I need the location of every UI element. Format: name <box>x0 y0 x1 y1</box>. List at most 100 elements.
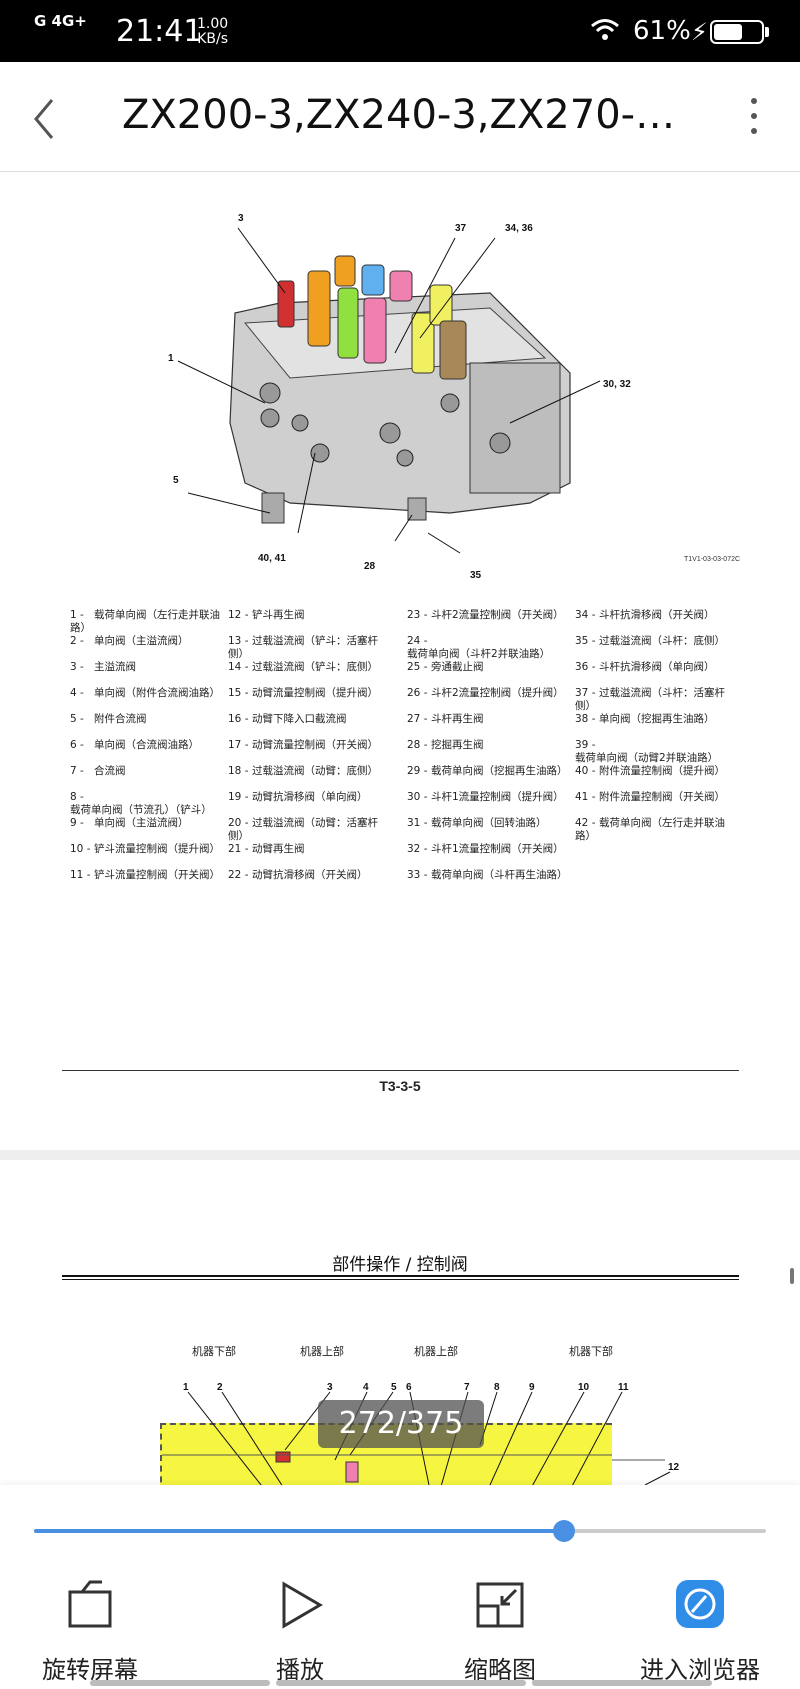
legend-item: 27 -斗杆再生阀 <box>407 713 572 739</box>
legend-item-number: 8 - <box>70 791 84 803</box>
side-label-upper-2: 机器上部 <box>414 1345 458 1358</box>
section-rule-thin <box>62 1279 739 1280</box>
legend-item-text: 铲斗流量控制阀（开关阀） <box>94 869 220 881</box>
page-gap <box>0 1150 800 1160</box>
legend-item-text: 过载溢流阀（动臂：底侧） <box>252 765 378 777</box>
legend-item: 6 -单向阀（合流阀油路） <box>70 739 235 765</box>
legend-item-number: 14 - <box>228 661 249 673</box>
legend-item-text: 斗杆再生阀 <box>431 713 484 725</box>
rotate-screen-button[interactable]: 旋转屏幕 <box>0 1578 180 1685</box>
network-speed: 1.00 KB/s <box>197 17 228 47</box>
legend-item-text: 挖掘再生阀 <box>431 739 484 751</box>
diagram-num-12: 12 <box>668 1462 680 1473</box>
legend-item-number: 22 - <box>228 869 249 881</box>
legend-item-text: 单向阀（主溢流阀） <box>94 635 189 647</box>
legend-item-number: 35 - <box>575 635 596 647</box>
page-slider[interactable] <box>34 1520 766 1542</box>
callout-1: 1 <box>168 353 174 364</box>
legend-item-number: 32 - <box>407 843 428 855</box>
legend-item-number: 41 - <box>575 791 596 803</box>
legend-item-number: 6 - <box>70 739 84 751</box>
wifi-icon <box>591 19 619 40</box>
legend-item-number: 25 - <box>407 661 428 673</box>
diagram-num-6: 6 <box>406 1382 412 1393</box>
legend-item-text: 附件流量控制阀（开关阀） <box>599 791 725 803</box>
callout-28: 28 <box>364 561 376 572</box>
legend-item-text: 载荷单向阀（动臂2并联油路） <box>575 752 719 764</box>
clock: 21:41 <box>116 14 203 49</box>
legend-item-text: 附件合流阀 <box>94 713 147 725</box>
legend-item: 31 -载荷单向阀（回转油路） <box>407 817 572 843</box>
diagram-num-7: 7 <box>464 1382 470 1393</box>
page-slider-fill <box>34 1529 564 1533</box>
back-arrow-icon[interactable] <box>26 94 66 144</box>
legend-item-text: 过载溢流阀（铲斗：底侧） <box>252 661 378 673</box>
legend-item: 15 -动臂流量控制阀（提升阀） <box>228 687 393 713</box>
legend-item-text: 载荷单向阀（节流孔）（铲斗） <box>70 804 212 816</box>
legend-item-number: 26 - <box>407 687 428 699</box>
diagram-num-2: 2 <box>217 1382 223 1393</box>
legend-item-number: 27 - <box>407 713 428 725</box>
legend-item-number: 33 - <box>407 869 428 881</box>
page-rule <box>62 1070 739 1071</box>
legend-item-number: 31 - <box>407 817 428 829</box>
legend-column: 34 -斗杆抗滑移阀（开关阀）35 -过载溢流阀（斗杆：底侧）36 -斗杆抗滑移… <box>575 609 740 843</box>
legend-item: 13 -过载溢流阀（铲斗：活塞杆侧） <box>228 635 393 661</box>
callout-37: 37 <box>455 223 467 234</box>
legend-item-number: 4 - <box>70 687 84 699</box>
legend-item-text: 载荷单向阀（左行走并联油路） <box>70 609 220 634</box>
open-browser-button[interactable]: 进入浏览器 <box>610 1578 790 1685</box>
legend-item-text: 过载溢流阀（动臂：活塞杆侧） <box>228 817 378 842</box>
legend-item-text: 动臂抗滑移阀（开关阀） <box>252 869 368 881</box>
control-valve-illustration <box>177 227 601 554</box>
callout-40-41: 40, 41 <box>258 553 286 564</box>
signal-indicator: G 4G+ <box>34 12 87 30</box>
legend-item: 1 -载荷单向阀（左行走并联油路） <box>70 609 235 635</box>
scrollbar-handle[interactable] <box>790 1268 794 1284</box>
legend-item-text: 过载溢流阀（斗杆：底侧） <box>599 635 725 647</box>
legend-item: 37 -过载溢流阀（斗杆：活塞杆侧） <box>575 687 740 713</box>
diagram-num-11: 11 <box>618 1382 629 1393</box>
charging-icon: ⚡ <box>691 18 708 46</box>
play-button[interactable]: 播放 <box>210 1578 390 1685</box>
legend-item: 8 -载荷单向阀（节流孔）（铲斗） <box>70 791 235 817</box>
legend-item: 30 -斗杆1流量控制阀（提升阀） <box>407 791 572 817</box>
legend-item: 34 -斗杆抗滑移阀（开关阀） <box>575 609 740 635</box>
document-page-1: 3 37 34, 36 1 30, 32 5 40, 41 28 35 T1V1… <box>0 173 800 1150</box>
legend-item: 10 -铲斗流量控制阀（提升阀） <box>70 843 235 869</box>
page-indicator: 272/375 <box>318 1400 484 1448</box>
callout-30-32: 30, 32 <box>603 379 631 390</box>
legend-item: 18 -过载溢流阀（动臂：底侧） <box>228 765 393 791</box>
diagram-num-9: 9 <box>529 1382 535 1393</box>
section-rule <box>62 1275 739 1277</box>
home-indicator-2 <box>276 1680 526 1686</box>
legend-item: 7 -合流阀 <box>70 765 235 791</box>
legend-item: 16 -动臂下降入口截流阀 <box>228 713 393 739</box>
play-icon <box>282 1581 323 1629</box>
figure-caption: T3-3-5 <box>379 1078 421 1094</box>
legend-item-text: 铲斗再生阀 <box>252 609 305 621</box>
legend-item: 32 -斗杆1流量控制阀（开关阀） <box>407 843 572 869</box>
legend-item: 2 -单向阀（主溢流阀） <box>70 635 235 661</box>
more-options-icon[interactable] <box>744 98 764 142</box>
legend-item-number: 28 - <box>407 739 428 751</box>
legend-item-number: 39 - <box>575 739 596 751</box>
legend-item-text: 铲斗流量控制阀（提升阀） <box>94 843 220 855</box>
legend-item-number: 40 - <box>575 765 596 777</box>
callout-35: 35 <box>470 570 482 581</box>
section-title: 部件操作 / 控制阀 <box>332 1255 468 1275</box>
thumbnail-button[interactable]: 缩略图 <box>410 1578 590 1685</box>
legend-item-text: 单向阀（挖掘再生油路） <box>599 713 715 725</box>
diagram-num-1: 1 <box>183 1382 189 1393</box>
legend-item-number: 24 - <box>407 635 428 647</box>
document-title: ZX200-3,ZX240-3,ZX270-3… <box>122 92 682 138</box>
legend-item: 25 -旁通截止阀 <box>407 661 572 687</box>
legend-item-text: 过载溢流阀（铲斗：活塞杆侧） <box>228 635 378 660</box>
page-slider-knob[interactable] <box>552 1520 575 1542</box>
home-indicator-3 <box>532 1680 712 1686</box>
battery-fill <box>714 24 742 40</box>
thumbnail-label: 缩略图 <box>464 1656 536 1684</box>
legend-item-number: 23 - <box>407 609 428 621</box>
callout-5: 5 <box>173 475 179 486</box>
